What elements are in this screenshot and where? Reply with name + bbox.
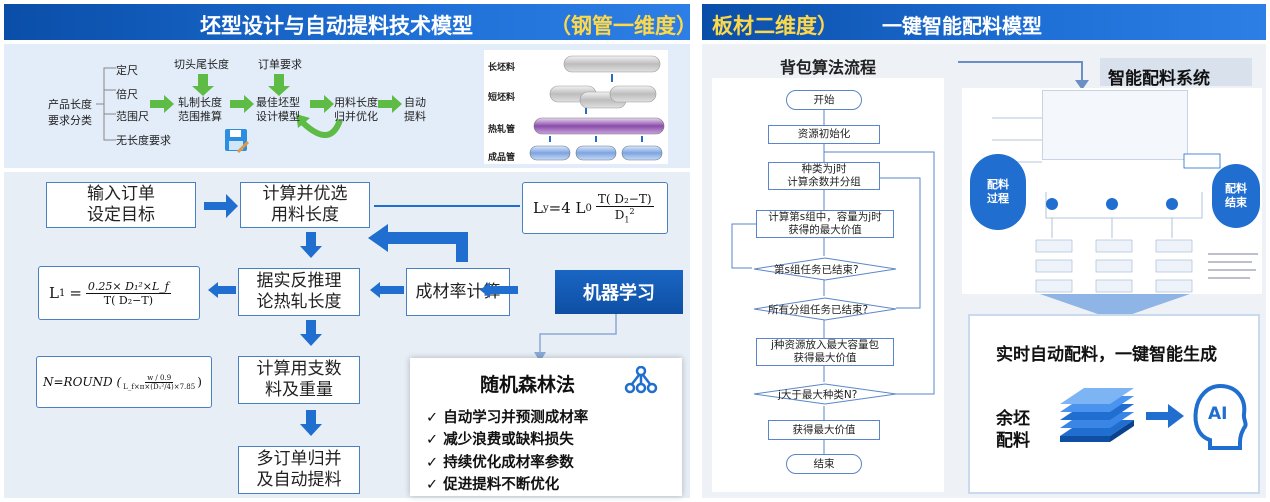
config-end-circle: 配料结束 [1212,164,1260,228]
fc-put-resource: j种资源放入最大容量包 获得最大价值 [756,338,894,366]
fc-get-max: 获得最大价值 [768,420,880,440]
top-flow-arrows [150,74,402,138]
pipes-illustration [529,55,665,161]
system-title: 智能配料系统 [1108,69,1210,89]
rf-item: ✓ 持续优化成材率参数 [426,455,574,471]
calc-optimize-box: 计算并优选用料长度 [240,182,370,228]
left-header: 坯型设计与自动提料技术模型 （钢管一维度） [4,4,697,40]
right-header-title-a: 板材二维度） [712,14,838,38]
ai-label: AI [1208,404,1228,424]
merge-box: 多订单归并及自动提料 [238,446,360,494]
ml-connector [534,314,617,362]
category-item: 范围尺 [116,110,149,123]
pipe-label: 长坯料 [488,63,516,73]
fc-diamond-n [753,383,897,405]
knapsack-title: 背包算法流程 [780,58,877,77]
fc-connectors [731,110,935,454]
left-header-subtitle: （钢管一维度） [550,14,697,38]
left-header-title: 坯型设计与自动提料技术模型 [200,14,473,38]
rf-item: ✓ 减少浪费或缺料损失 [426,432,574,448]
input-cut-length: 切头尾长度 [174,58,229,71]
calc-weight-box: 计算用支数料及重量 [238,356,360,404]
category-item: 定尺 [116,64,138,77]
system-connector [958,61,1089,90]
realtime-text: 实时自动配料，一键智能生成 [996,345,1217,365]
config-process-circle: 配料过程 [970,154,1026,230]
step-rolling-length: 轧制长度范围推算 [178,96,222,123]
save-icon [225,129,250,154]
fc-calc-group: 计算第s组中，容量为j时 获得的最大价值 [756,210,894,238]
fc-decision-n: j大于最大种类N? [778,389,858,401]
right-header-title-b: 一键智能配料模型 [882,14,1042,38]
fc-start: 开始 [786,90,862,110]
step-best-billet: 最佳坯型设计模型 [256,96,300,123]
slab-stack-icon [1060,388,1134,442]
category-item: 倍尺 [116,88,138,101]
down-chevron [1040,294,1190,320]
arrow-right-icon [1146,404,1184,428]
category-item: 无长度要求 [116,134,171,147]
main-flow-arrows [204,194,520,436]
step-auto-material: 自动提料 [404,96,426,123]
fc-end: 结束 [786,454,862,474]
slab-label: 余坯配料 [996,409,1030,451]
system-title-bg [1100,58,1252,86]
pipe-label: 成品管 [488,153,516,163]
category-bracket [96,67,116,141]
tree-network-icon [624,366,658,394]
fc-init: 资源初始化 [768,125,880,144]
right-header: 板材二维度） 一键智能配料模型 [702,4,1266,40]
system-formula-card [1042,90,1188,160]
fc-decision-all: 所有分组任务已结束? [768,304,869,316]
random-forest-title: 随机森林法 [480,374,576,396]
formula-n: N=ROUND ( w / 0.9 L_f×π×(D₁²/4)×7.85 ) [36,356,212,408]
input-order-box: 输入订单设定目标 [46,182,196,228]
ai-head-icon [1193,383,1248,450]
rf-item: ✓ 促进提料不断优化 [426,477,560,493]
pipe-label: 热轧管 [488,125,516,135]
category-title: 产品长度要求分类 [48,98,92,127]
machine-learning-box: 机器学习 [555,270,683,314]
input-order-req: 订单要求 [258,58,302,71]
system-structure [992,117,1258,293]
pipe-label: 短坯料 [488,93,516,103]
back-infer-box: 据实反推理论热轧长度 [238,268,360,316]
random-forest-card: 随机森林法 ✓ 自动学习并预测成材率 ✓ 减少浪费或缺料损失 ✓ 持续优化成材率… [410,358,682,496]
fc-decision-s: 第s组任务已结束? [774,264,859,276]
fc-diamonds [753,257,897,321]
fc-group: 种类为j时 计算余数并分组 [768,162,880,190]
rf-item: ✓ 自动学习并预测成材率 [426,410,589,426]
step-merge-length: 用料长度归并优化 [334,96,378,123]
